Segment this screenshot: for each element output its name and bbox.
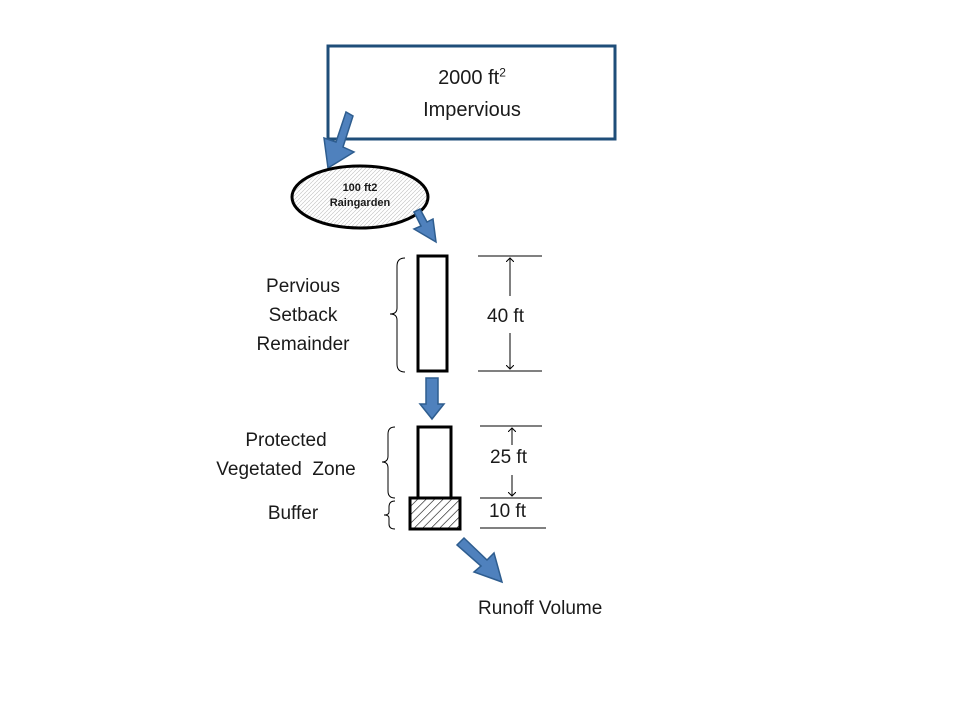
raingarden-name: Raingarden <box>329 197 391 209</box>
flow-arrow-to-setback <box>412 208 437 244</box>
impervious-box-label: 2000 ft2 Impervious <box>328 62 616 126</box>
pervious-line-1: Pervious <box>266 276 340 297</box>
dimension-40-ft: 40 ft <box>487 306 524 327</box>
raingarden-label: 100 ft2 Raingarden <box>292 181 428 211</box>
protected-zone-brace <box>381 426 396 499</box>
impervious-label: Impervious <box>423 99 521 121</box>
impervious-area-exponent: 2 <box>499 65 506 80</box>
buffer-rect <box>408 496 462 531</box>
runoff-volume-label: Runoff Volume <box>478 598 603 619</box>
flow-arrow-to-raingarden <box>323 110 356 170</box>
flow-arrow-runoff <box>455 536 504 584</box>
dimension-25-ft: 25 ft <box>490 447 527 468</box>
raingarden-ellipse <box>290 164 430 230</box>
protected-line-2: Vegetated Zone <box>216 459 356 480</box>
buffer-brace <box>383 500 396 530</box>
pervious-line-3: Remainder <box>256 334 350 355</box>
dimension-10-ft: 10 ft <box>489 501 526 522</box>
protected-zone-label: Protected Vegetated Zone <box>196 426 376 484</box>
pervious-line-2: Setback <box>268 305 338 326</box>
impervious-area-value: 2000 ft <box>438 67 500 89</box>
pervious-setback-label: Pervious Setback Remainder <box>228 272 378 359</box>
protected-zone-rect <box>416 425 453 500</box>
protected-line-1: Protected <box>245 430 327 451</box>
pervious-brace <box>389 257 406 373</box>
impervious-area-box <box>326 44 617 141</box>
flow-arrow-to-protected-zone <box>418 377 446 421</box>
pervious-setback-rect <box>416 254 449 373</box>
raingarden-area: 100 ft2 <box>342 182 378 194</box>
buffer-label: Buffer <box>267 503 319 524</box>
